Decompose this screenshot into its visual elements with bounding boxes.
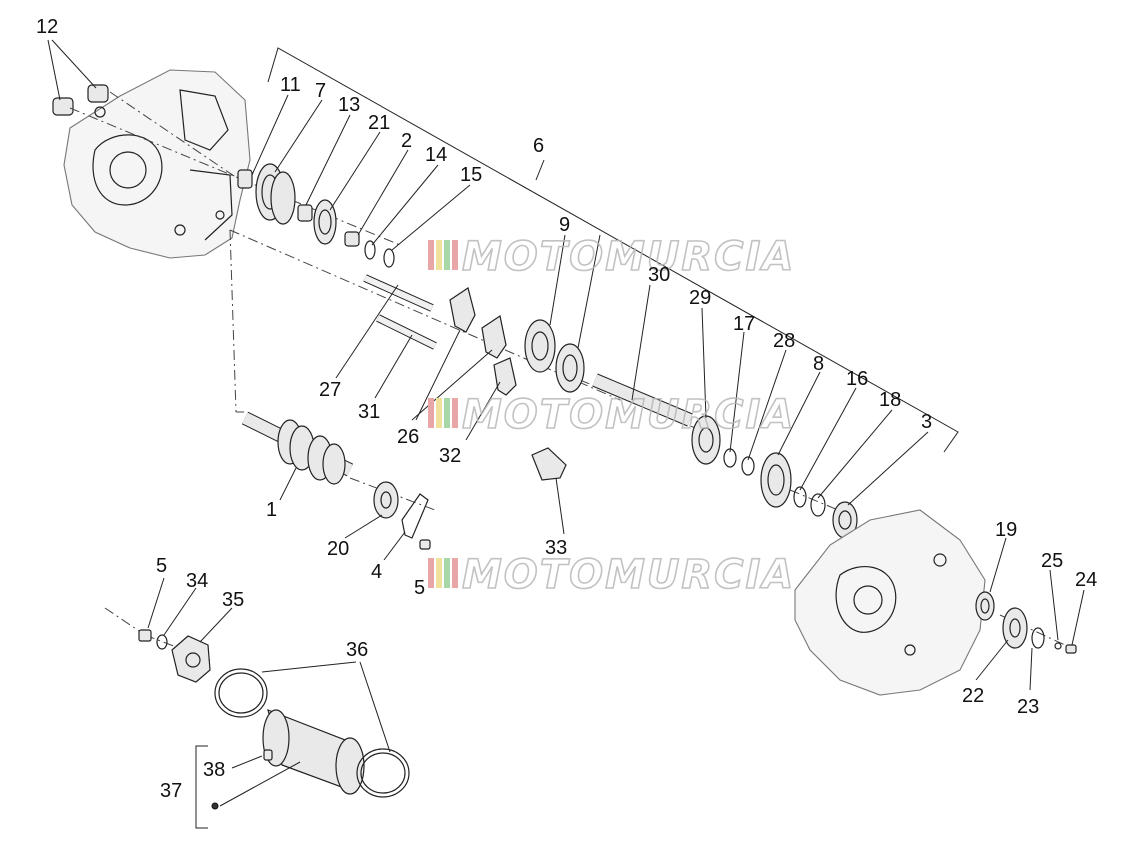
left-crankcase [63,69,251,259]
callout-11: 11 [280,74,301,96]
watermark-text-1: MOTOMURCIA [462,234,795,280]
main-shaft [241,411,354,485]
callout-1: 1 [266,499,277,521]
callout-23: 23 [1017,696,1039,718]
watermark-logo-1: MOTOMURCIA [428,233,795,281]
callout-13: 13 [338,94,360,116]
callout-7: 7 [315,80,326,102]
callout-25: 25 [1041,550,1063,572]
shift-forks [449,287,517,396]
callout-4: 4 [371,561,382,583]
callout-24: 24 [1075,569,1097,591]
callout-19: 19 [995,519,1017,541]
callout-36: 36 [346,639,368,661]
watermark-text-3: MOTOMURCIA [462,552,795,598]
callout-14: 14 [425,144,447,166]
callout-12: 12 [36,16,58,38]
callout-29: 29 [689,287,711,309]
watermark-text-2: MOTOMURCIA [462,392,795,438]
callout-20: 20 [327,538,349,560]
callout-26: 26 [397,426,419,448]
callout-21: 21 [368,112,390,134]
callout-18: 18 [879,389,901,411]
callout-37: 37 [160,780,182,802]
callout-8: 8 [813,353,824,375]
callout-33: 33 [545,537,567,559]
callout-17: 17 [733,313,755,335]
callout-2: 2 [401,130,412,152]
watermarks: MOTOMURCIA MOTOMURCIA MOTOMURCIA [428,233,795,599]
callout-6: 6 [533,135,544,157]
callout-27: 27 [319,379,341,401]
callout-5-left: 5 [156,555,167,577]
callout-9: 9 [559,214,570,236]
callout-5-right: 5 [414,577,425,599]
right-crankcase [794,509,986,696]
bearing-12-pair [47,39,109,116]
callout-15: 15 [460,164,482,186]
callout-22: 22 [962,685,984,707]
callout-28: 28 [773,330,795,352]
middle-gears [524,319,693,427]
callout-16: 16 [846,368,868,390]
callout-32: 32 [439,445,461,467]
bearing-plate-screw [373,481,431,550]
output-sprocket-set [975,591,1077,654]
leader-lines [147,94,1085,829]
watermark-logo-3: MOTOMURCIA [428,551,795,599]
selector-cam-parts [138,629,211,683]
bracket-6 [267,47,959,453]
callout-31: 31 [358,401,380,423]
callout-3: 3 [921,411,932,433]
callout-38: 38 [203,759,225,781]
callout-30: 30 [648,264,670,286]
plug-33 [531,447,567,481]
callout-35: 35 [222,589,244,611]
callout-34: 34 [186,570,208,592]
watermark-logo-2: MOTOMURCIA [428,391,795,439]
shift-drum [211,668,410,810]
upper-gear-set [237,163,395,268]
callout-labels: 12 11 7 13 21 2 14 15 6 9 30 29 17 28 8 … [36,16,1097,802]
fork-rods [363,274,437,350]
